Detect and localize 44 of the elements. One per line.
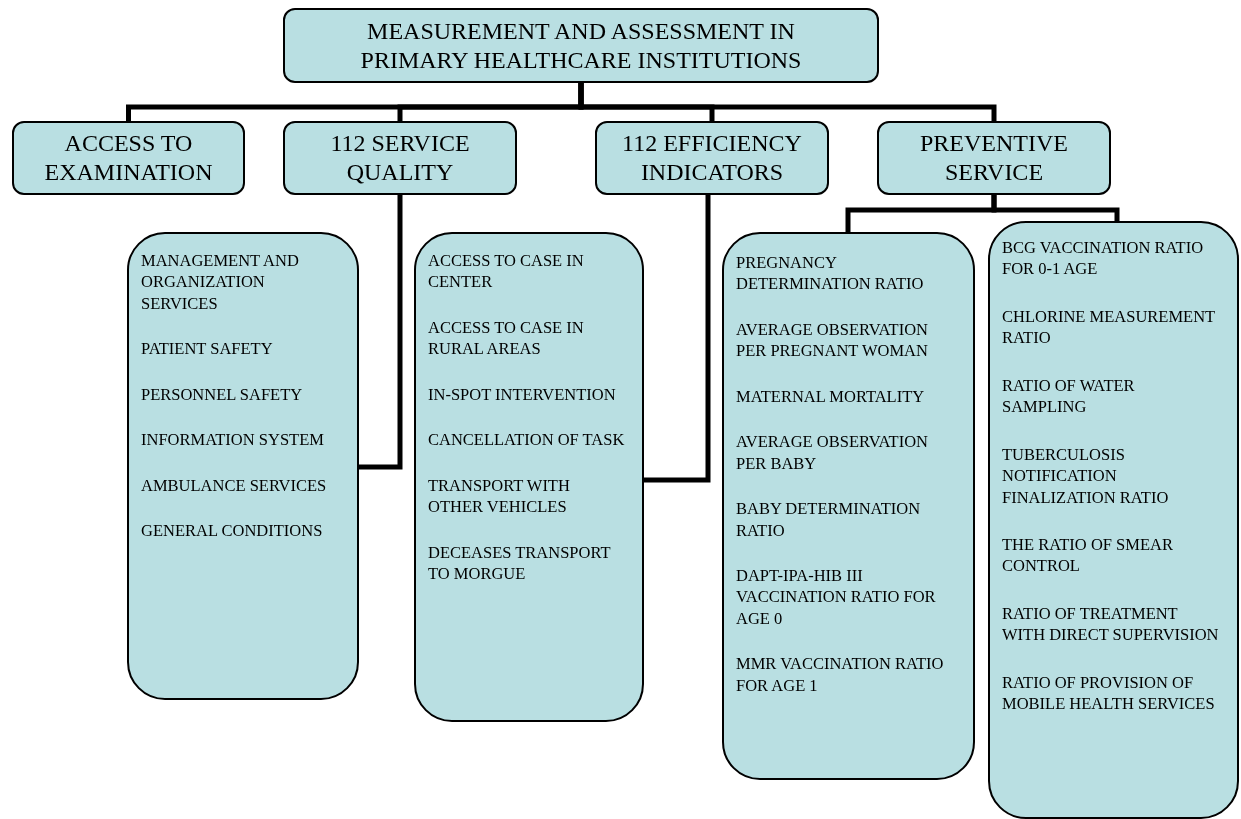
indicator-item: MANAGEMENT AND ORGANIZATION SERVICES: [141, 250, 300, 315]
indicator-list-box: [414, 232, 644, 722]
indicator-item: AVERAGE OBSERVATION PER PREGNANT WOMAN: [736, 318, 929, 362]
category-label: PREVENTIVE SERVICE: [919, 129, 1069, 187]
connector-line: [644, 195, 711, 483]
category-box: [877, 121, 1111, 195]
connector-line: [991, 195, 1120, 221]
category-label: 112 SERVICE QUALITY: [329, 129, 471, 187]
indicator-list-box: [722, 232, 975, 780]
indicator-item: AMBULANCE SERVICES: [141, 474, 328, 497]
category-label: MEASUREMENT AND ASSESSMENT IN PRIMARY HEALTHCARE INSTITUTIONS: [359, 16, 803, 75]
indicator-item: RATIO OF TREATMENT WITH DIRECT SUPERVISION: [1002, 602, 1220, 646]
indicator-item: TUBERCULOSIS NOTIFICATION FINALIZATION RATIO: [1002, 443, 1170, 508]
indicator-item: BCG VACCINATION RATIO FOR 0-1 AGE: [1002, 237, 1205, 280]
indicator-list-box: [127, 232, 359, 700]
category-box: [283, 121, 517, 195]
category-box: [283, 8, 879, 83]
indicator-item: THE RATIO OF SMEAR CONTROL: [1002, 533, 1174, 577]
indicator-item: DECEASES TRANSPORT TO MORGUE: [428, 541, 612, 585]
indicator-item: MATERNAL MORTALITY: [736, 385, 926, 408]
indicator-item: PREGNANCY DETERMINATION RATIO: [736, 252, 925, 295]
indicator-item: GENERAL CONDITIONS: [141, 520, 324, 542]
indicator-item: CANCELLATION OF TASK: [428, 429, 626, 451]
connector-line: [359, 195, 403, 470]
category-label: ACCESS TO EXAMINATION: [43, 129, 214, 187]
indicator-item: INFORMATION SYSTEM: [141, 429, 325, 451]
indicator-list-box: [988, 221, 1239, 819]
category-box: [12, 121, 245, 195]
indicator-item: BABY DETERMINATION RATIO: [736, 498, 922, 541]
indicator-item: PERSONNEL SAFETY: [141, 383, 304, 406]
indicator-item: ACCESS TO CASE IN RURAL AREAS: [428, 316, 585, 360]
indicator-item: ACCESS TO CASE IN CENTER: [428, 250, 585, 293]
indicator-item: AVERAGE OBSERVATION PER BABY: [736, 431, 929, 475]
indicator-item: CHLORINE MEASUREMENT RATIO: [1002, 305, 1216, 349]
indicator-item: PATIENT SAFETY: [141, 338, 274, 360]
indicator-item: MMR VACCINATION RATIO FOR AGE 1: [736, 653, 945, 697]
indicator-item: RATIO OF PROVISION OF MOBILE HEALTH SERVICES: [1002, 671, 1216, 715]
category-box: [595, 121, 829, 195]
category-label: 112 EFFICIENCY INDICATORS: [621, 129, 803, 187]
indicator-item: DAPT-IPA-HIB III VACCINATION RATIO FOR AGE 0: [736, 564, 937, 630]
connector-line: [578, 83, 997, 121]
indicator-item: TRANSPORT WITH OTHER VEHICLES: [428, 474, 571, 518]
indicator-item: IN-SPOT INTERVENTION: [428, 383, 617, 406]
indicator-item: RATIO OF WATER SAMPLING: [1002, 374, 1136, 418]
